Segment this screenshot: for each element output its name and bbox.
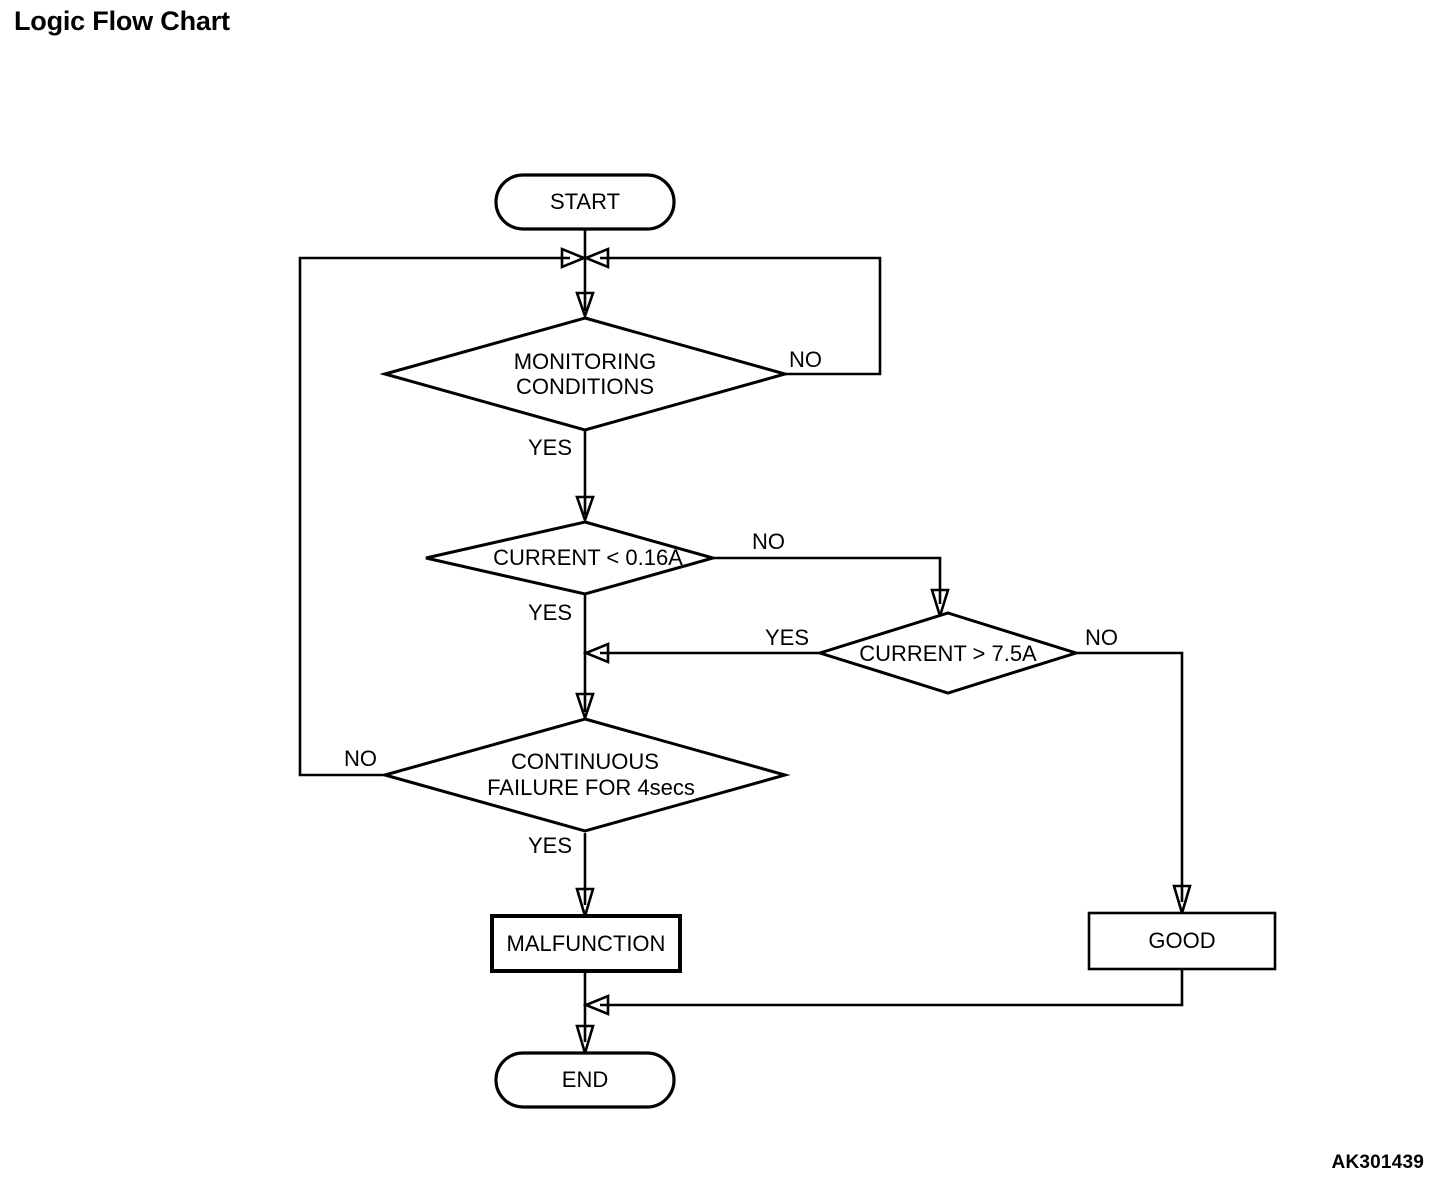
arrowhead-into-good	[1172, 884, 1192, 918]
arrowhead-merge-good	[582, 994, 610, 1016]
malfunction-label: MALFUNCTION	[507, 931, 666, 956]
start-terminator-shape	[494, 173, 676, 231]
node-current-less-than-0-16a[interactable]: CURRENT < 0.16A	[425, 520, 719, 596]
node-monitoring-conditions[interactable]: MONITORING CONDITIONS	[379, 316, 791, 432]
arrowhead-into-monitoring	[575, 291, 595, 320]
node-end[interactable]: END	[494, 1051, 676, 1109]
continuous-label-line2: FAILURE FOR 4secs	[487, 775, 695, 800]
flow-connectors	[298, 228, 1192, 1058]
node-start[interactable]: START	[494, 173, 676, 231]
current-low-label: CURRENT < 0.16A	[493, 545, 683, 570]
current-high-decision-shape	[814, 611, 1082, 695]
arrowhead-merge-current-high-yes	[582, 642, 610, 664]
arrowhead-loopback-left	[560, 247, 588, 269]
node-current-greater-than-7-5a[interactable]: CURRENT > 7.5A	[814, 611, 1082, 695]
node-malfunction[interactable]: MALFUNCTION	[490, 914, 682, 973]
current-low-decision-shape	[425, 520, 719, 596]
page-title: Logic Flow Chart	[14, 6, 230, 36]
end-label: END	[562, 1067, 608, 1092]
monitoring-yes-label: YES	[528, 435, 572, 460]
good-label: GOOD	[1148, 928, 1215, 953]
continuous-label-line1: CONTINUOUS	[511, 749, 659, 774]
node-continuous-failure[interactable]: CONTINUOUS FAILURE FOR 4secs	[379, 717, 791, 833]
monitoring-label-line1: MONITORING	[514, 349, 657, 374]
monitoring-no-label: NO	[789, 347, 822, 372]
edge-current-low-no	[713, 556, 942, 604]
arrowhead-into-continuous	[575, 692, 595, 723]
arrowhead-into-malfunction	[575, 887, 595, 921]
current-low-yes-label: YES	[528, 600, 572, 625]
node-good[interactable]: GOOD	[1087, 911, 1277, 971]
good-box-shape	[1087, 911, 1277, 971]
arrowhead-into-current-high	[930, 588, 950, 621]
continuous-decision-shape	[379, 717, 791, 833]
edge-monitoring-no-loopback	[600, 256, 882, 376]
current-high-yes-label: YES	[765, 625, 809, 650]
edge-good-to-end	[600, 969, 1184, 1007]
arrowhead-into-end	[575, 1024, 595, 1058]
continuous-no-label: NO	[344, 746, 377, 771]
monitoring-label-line2: CONDITIONS	[516, 374, 654, 399]
end-terminator-shape	[494, 1051, 676, 1109]
figure-code: AK301439	[1331, 1152, 1424, 1173]
current-high-label: CURRENT > 7.5A	[859, 641, 1037, 666]
arrowhead-into-current-low	[575, 495, 595, 524]
continuous-yes-label: YES	[528, 833, 572, 858]
current-low-no-label: NO	[752, 529, 785, 554]
start-label: START	[550, 189, 620, 214]
edge-current-high-no	[1076, 651, 1184, 902]
edge-continuous-no-loopback	[298, 256, 570, 777]
arrowhead-loopback-right	[582, 247, 610, 269]
malfunction-box-shape	[490, 914, 682, 973]
monitoring-decision-shape	[379, 316, 791, 432]
current-high-no-label: NO	[1085, 625, 1118, 650]
